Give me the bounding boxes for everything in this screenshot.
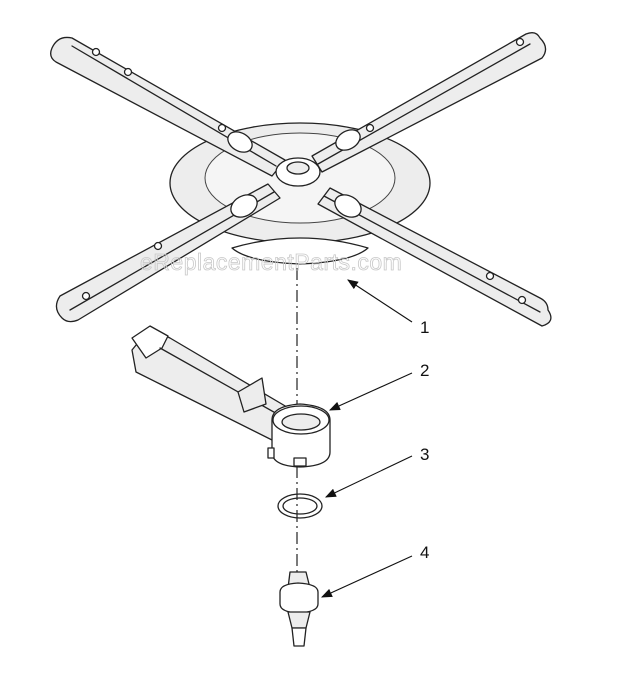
spray-arm-assembly: [50, 32, 552, 327]
callout-leader-3: [325, 455, 413, 498]
spray-arm-bearing: [279, 571, 319, 647]
spray-nozzle: [515, 37, 525, 47]
spray-nozzle: [365, 123, 375, 133]
watermark: eReplacementParts.com: [140, 249, 402, 275]
callout-number-2: 2: [420, 361, 429, 380]
spray-nozzle: [517, 295, 527, 305]
spray-nozzle: [91, 47, 101, 57]
arm-collar: [335, 129, 361, 151]
callout-leader-2: [328, 372, 413, 411]
spray-arm-lower-right: [317, 187, 552, 327]
spray-arm-manifold: [131, 325, 331, 468]
callout-leader-4: [320, 555, 413, 598]
o-ring: [277, 493, 323, 519]
manifold-tab: [267, 447, 275, 459]
spray-nozzle: [217, 123, 227, 133]
spray-arm-upper-right: [311, 32, 547, 173]
spray-arm-upper-left: [50, 36, 286, 177]
spray-nozzle: [485, 271, 495, 281]
callout-number-3: 3: [420, 445, 429, 464]
spray-nozzle: [153, 241, 163, 251]
callout-number-4: 4: [420, 543, 429, 562]
spray-nozzle: [123, 67, 133, 77]
callout-number-1: 1: [420, 318, 429, 337]
arm-collar: [230, 194, 258, 218]
spray-arm-lower-left: [55, 183, 281, 323]
spray-nozzle: [81, 291, 91, 301]
manifold-tab: [293, 457, 307, 467]
base-cone: [231, 237, 369, 265]
arm-collar: [334, 194, 362, 218]
center-hub-bore: [286, 161, 310, 175]
arm-collar: [227, 131, 253, 153]
callout-leader-1: [347, 279, 413, 323]
manifold-port-inner: [281, 413, 321, 431]
